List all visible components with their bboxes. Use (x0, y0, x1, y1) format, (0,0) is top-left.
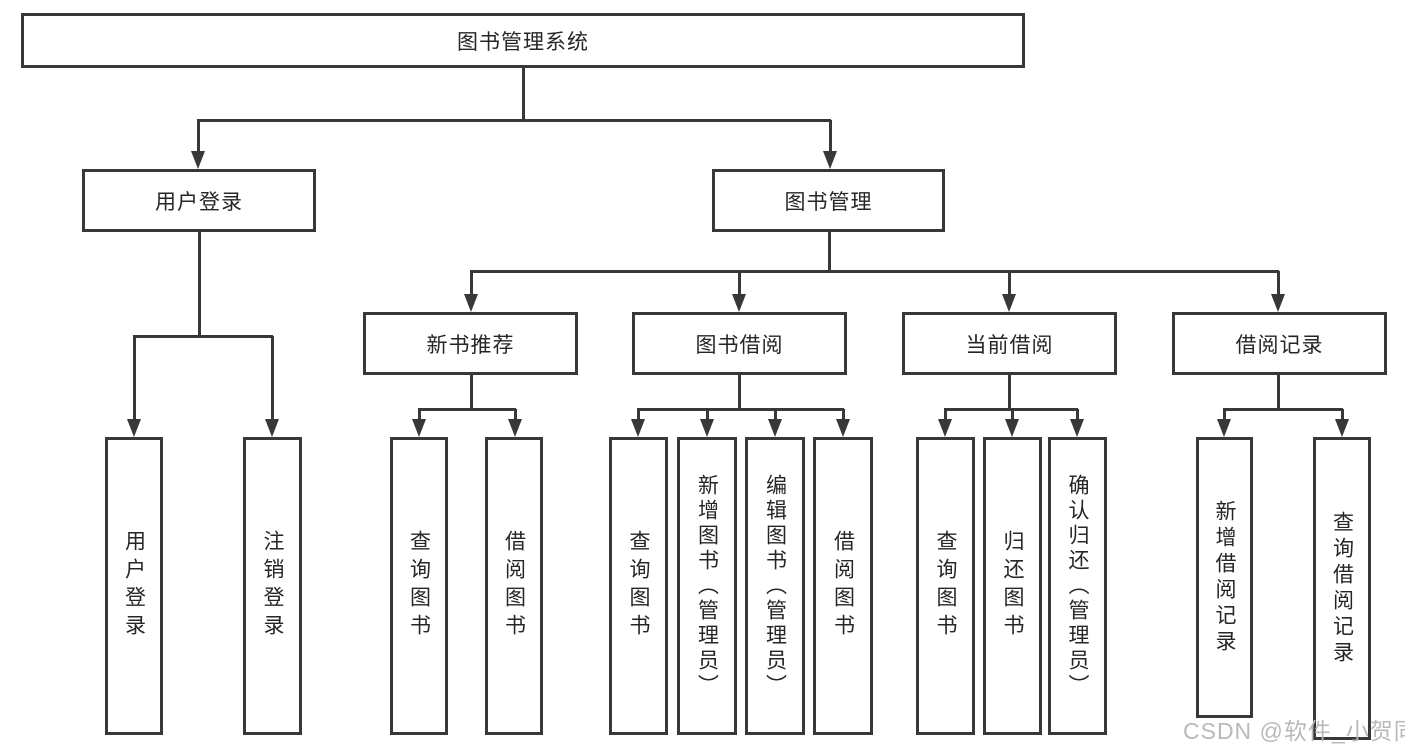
node-leaf-user-login: 用户登录 (105, 437, 163, 735)
arrow-down-icon (1002, 294, 1016, 312)
leaf-label: 查询图书 (407, 530, 431, 642)
connector-vline (828, 232, 831, 271)
arrow-down-icon (1005, 419, 1019, 437)
connector-hline (637, 408, 844, 411)
arrow-down-icon (938, 419, 952, 437)
connector-vline (1341, 409, 1344, 419)
connector-vline (470, 375, 473, 409)
connector-vline (133, 336, 136, 419)
connector-vline (197, 120, 200, 151)
node-book-management-branch: 图书管理 (712, 169, 945, 232)
leaf-label: 用户登录 (122, 530, 146, 642)
arrow-down-icon (836, 419, 850, 437)
node-leaf-rec-query-books: 查询图书 (390, 437, 448, 735)
leaf-label: 编辑图书（管理员） (763, 473, 787, 699)
connector-vline (1008, 271, 1011, 294)
arrow-down-icon (700, 419, 714, 437)
connector-vline (829, 120, 832, 151)
connector-hline (418, 408, 516, 411)
node-root: 图书管理系统 (21, 13, 1025, 68)
node-leaf-cb-confirm-return-admin: 确认归还（管理员） (1048, 437, 1107, 735)
leaf-label: 归还图书 (1001, 530, 1024, 642)
connector-hline (197, 119, 831, 122)
leaf-label: 确认归还（管理员） (1066, 473, 1089, 699)
connector-vline (1277, 375, 1280, 409)
node-new-book-recommend: 新书推荐 (363, 312, 578, 375)
arrow-down-icon (464, 294, 478, 312)
connector-hline (133, 335, 273, 338)
node-book-borrow: 图书借阅 (632, 312, 847, 375)
connector-vline (522, 68, 525, 120)
connector-vline (1008, 375, 1011, 409)
connector-vline (706, 409, 709, 419)
connector-vline (774, 409, 777, 419)
arrow-down-icon (631, 419, 645, 437)
node-leaf-bb-add-books-admin: 新增图书（管理员） (677, 437, 737, 735)
connector-vline (1011, 409, 1014, 419)
arrow-down-icon (768, 419, 782, 437)
leaf-label: 借阅图书 (502, 530, 526, 642)
arrow-down-icon (127, 419, 141, 437)
leaf-label: 新增借阅记录 (1213, 499, 1236, 656)
connector-hline (1223, 408, 1343, 411)
connector-vline (842, 409, 845, 419)
connector-hline (944, 408, 1078, 411)
node-leaf-rec-borrow-books: 借阅图书 (485, 437, 543, 735)
connector-vline (1277, 271, 1280, 294)
node-current-borrow: 当前借阅 (902, 312, 1117, 375)
arrow-down-icon (265, 419, 279, 437)
node-borrow-records: 借阅记录 (1172, 312, 1387, 375)
node-leaf-br-add-record: 新增借阅记录 (1196, 437, 1253, 718)
arrow-down-icon (1217, 419, 1231, 437)
arrow-down-icon (1070, 419, 1084, 437)
connector-hline (470, 270, 1279, 273)
connector-vline (514, 409, 517, 419)
connector-vline (198, 232, 201, 336)
node-leaf-bb-edit-books-admin: 编辑图书（管理员） (745, 437, 805, 735)
node-leaf-cb-return-books: 归还图书 (983, 437, 1042, 735)
connector-vline (271, 336, 274, 419)
connector-vline (738, 271, 741, 294)
leaf-label: 查询图书 (934, 530, 957, 642)
connector-vline (1076, 409, 1079, 419)
arrow-down-icon (732, 294, 746, 312)
arrow-down-icon (412, 419, 426, 437)
arrow-down-icon (508, 419, 522, 437)
connector-vline (1223, 409, 1226, 419)
node-leaf-bb-query-books: 查询图书 (609, 437, 668, 735)
leaf-label: 查询图书 (627, 530, 650, 642)
node-leaf-logout: 注销登录 (243, 437, 302, 735)
arrow-down-icon (1335, 419, 1349, 437)
leaf-label: 新增图书（管理员） (695, 473, 719, 699)
arrow-down-icon (823, 151, 837, 169)
connector-vline (944, 409, 947, 419)
leaf-label: 借阅图书 (831, 530, 855, 642)
arrow-down-icon (1271, 294, 1285, 312)
connector-vline (637, 409, 640, 419)
csdn-watermark: CSDN @软件_小贺同学 (1183, 718, 1405, 744)
node-user-login-branch: 用户登录 (82, 169, 316, 232)
arrow-down-icon (191, 151, 205, 169)
node-leaf-cb-query-books: 查询图书 (916, 437, 975, 735)
connector-vline (418, 409, 421, 419)
node-leaf-br-query-record: 查询借阅记录 (1313, 437, 1371, 740)
leaf-label: 查询借阅记录 (1330, 510, 1354, 667)
leaf-label: 注销登录 (261, 530, 284, 642)
connector-vline (738, 375, 741, 409)
node-leaf-bb-borrow-books: 借阅图书 (813, 437, 873, 735)
connector-vline (470, 271, 473, 294)
